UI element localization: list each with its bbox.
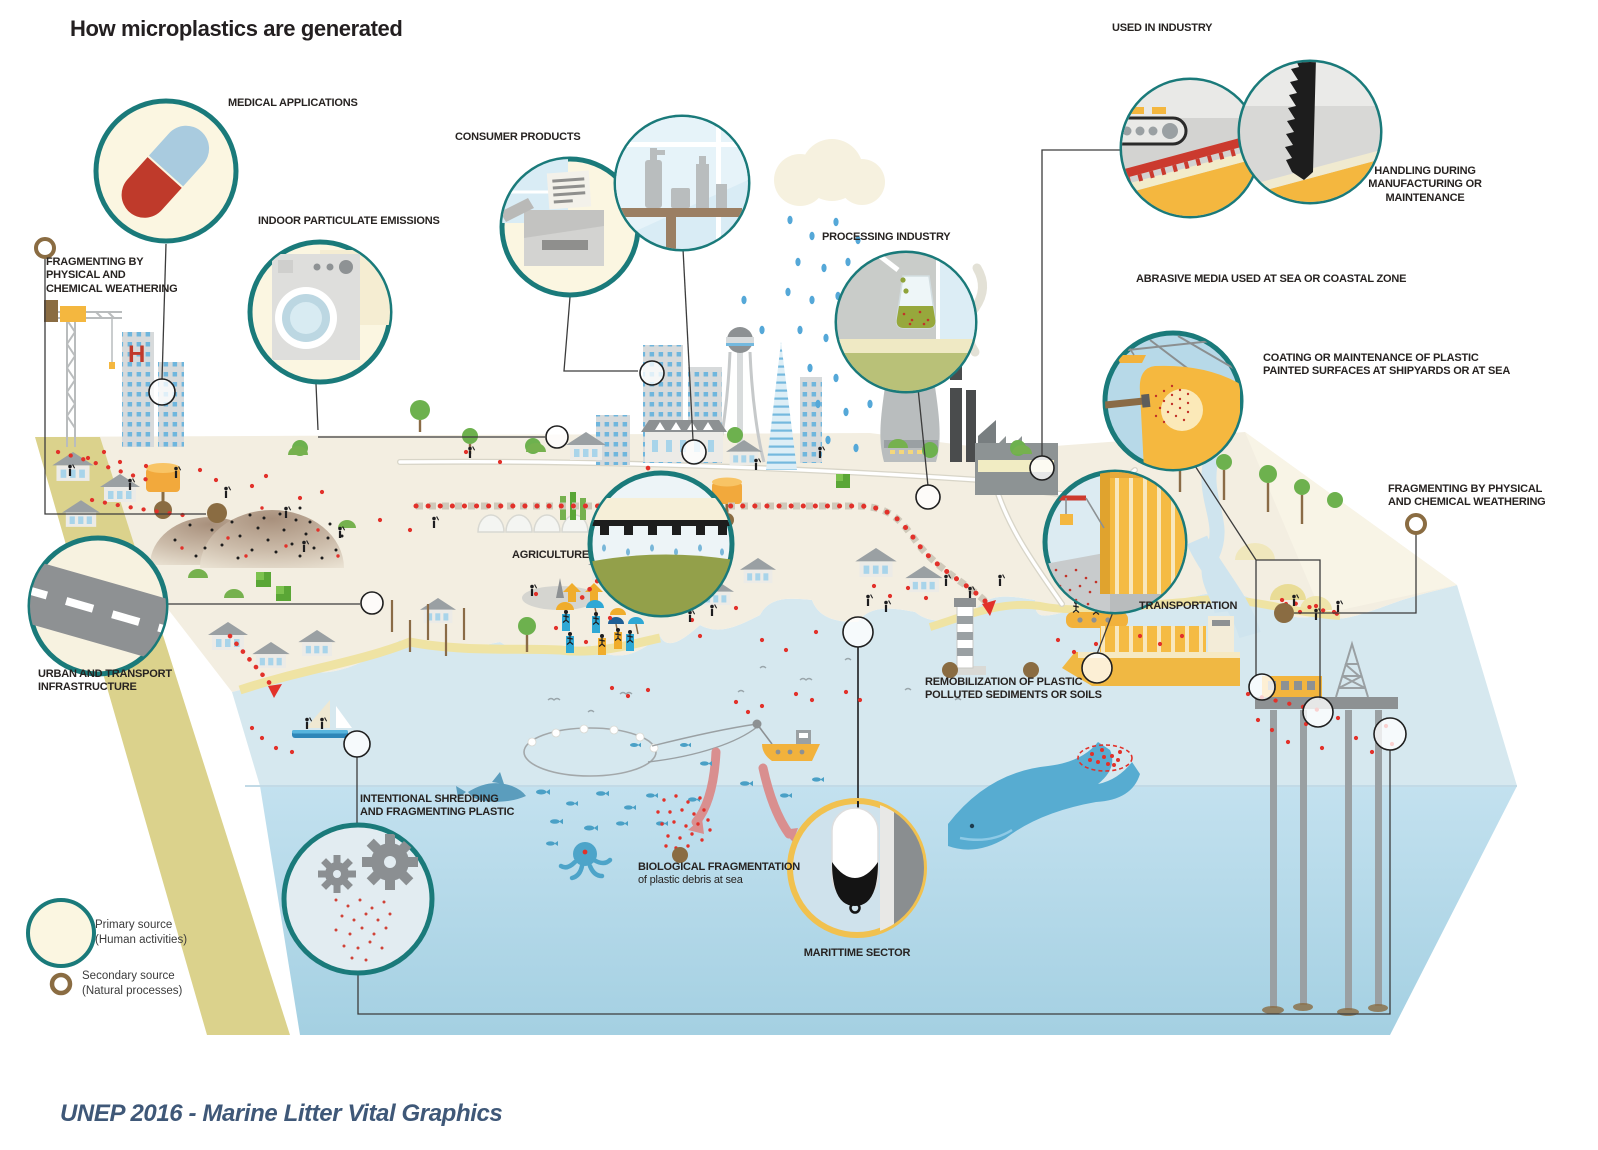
- legend-primary-circle: [26, 898, 96, 968]
- label-line: INTENTIONAL SHREDDING: [360, 793, 499, 805]
- sediment-dot: [1023, 662, 1039, 678]
- spray-painting-icon: [1105, 335, 1241, 469]
- label-subline: of plastic debris at sea: [638, 874, 743, 887]
- label-line: AND FRAGMENTING PLASTIC: [360, 806, 515, 819]
- label-coating: COATING OR MAINTENANCE OF PLASTIC PAINTE…: [1263, 352, 1510, 379]
- label-line: COATING OR MAINTENANCE OF PLASTIC: [1263, 352, 1479, 364]
- label-line: URBAN AND TRANSPORT: [38, 668, 172, 680]
- legend-line: (Human activities): [95, 933, 188, 946]
- beach: [556, 583, 644, 655]
- coating-shipyard-circle: [1102, 330, 1244, 472]
- source-credit: UNEP 2016 - Marine Litter Vital Graphics: [60, 1100, 503, 1127]
- label-shredding: INTENTIONAL SHREDDING AND FRAGMENTING PL…: [360, 793, 514, 820]
- legend-secondary-text: Secondary source (Natural processes): [82, 969, 182, 999]
- label-biological: BIOLOGICAL FRAGMENTATION of plastic debr…: [638, 861, 800, 888]
- label-indoor: INDOOR PARTICULATE EMISSIONS: [258, 215, 440, 227]
- label-line: MAINTENANCE: [1385, 191, 1465, 204]
- ferry-boat: [1066, 599, 1128, 628]
- derrick: [1335, 640, 1369, 698]
- label-line: BIOLOGICAL FRAGMENTATION: [638, 861, 801, 873]
- label-consumer: CONSUMER PRODUCTS: [455, 131, 581, 143]
- agriculture-circle: [587, 470, 735, 618]
- saw-blade-icon: [1240, 62, 1380, 202]
- crane-cab: [60, 306, 86, 322]
- port: [942, 598, 1128, 678]
- label-abrasive: ABRASIVE MEDIA USED AT SEA OR COASTAL ZO…: [1136, 273, 1407, 285]
- label-medical: MEDICAL APPLICATIONS: [228, 97, 358, 109]
- birds: [547, 657, 962, 713]
- legend-line: Primary source: [95, 919, 173, 931]
- label-line: FRAGMENTING BY PHYSICAL: [1388, 483, 1543, 495]
- label-line: MANUFACTURING OR: [1368, 178, 1482, 191]
- label-line: CHEMICAL WEATHERING: [46, 282, 178, 295]
- label-used-in-industry: USED IN INDUSTRY: [1112, 22, 1213, 34]
- consumer-products-copier-circle: [499, 156, 641, 298]
- label-processing: PROCESSING INDUSTRY: [822, 231, 951, 243]
- lighthouse: [944, 598, 986, 675]
- washing-machine-icon: [272, 250, 390, 360]
- octopus: [558, 842, 613, 881]
- shredding-circle: [281, 822, 435, 976]
- irrigation-icon: [590, 498, 732, 615]
- label-transportation: TRANSPORTATION: [1139, 600, 1238, 612]
- label-line: PHYSICAL AND: [46, 269, 126, 282]
- label-fragmenting-right: FRAGMENTING BY PHYSICAL AND CHEMICAL WEA…: [1388, 483, 1546, 510]
- label-line: REMOBILIZATION OF PLASTIC: [925, 676, 1083, 688]
- legend-primary-text: Primary source (Human activities): [95, 918, 187, 948]
- rain-cloud: [741, 139, 885, 453]
- label-line: INFRASTRUCTURE: [38, 681, 137, 694]
- connectors: [44, 149, 1417, 1015]
- glass-pyramid: [766, 342, 797, 470]
- secondary-ring-right: [1405, 513, 1427, 535]
- label-agriculture: AGRICULTURE: [512, 549, 590, 561]
- label-remobilization: REMOBILIZATION OF PLASTIC POLLUTED SEDIM…: [925, 676, 1102, 703]
- hospital-h: H: [128, 341, 145, 368]
- map-nodes: [148, 360, 1407, 758]
- microplastic-cluster: [1077, 744, 1133, 772]
- legend-line: (Natural processes): [82, 984, 183, 997]
- label-handling: HANDLING DURING MANUFACTURING OR MAINTEN…: [1340, 165, 1510, 205]
- shredder-gears-icon: [318, 834, 418, 962]
- sea-items: [292, 616, 1398, 1016]
- copier-icon: [502, 159, 604, 266]
- legend-marks: [26, 898, 96, 996]
- label-line: AND CHEMICAL WEATHERING: [1388, 496, 1546, 509]
- consumer-products-bottles-circle: [613, 114, 751, 252]
- legend-line: Secondary source: [82, 970, 175, 982]
- label-line: FRAGMENTING BY: [46, 256, 144, 268]
- label-line: HANDLING DURING: [1374, 165, 1476, 177]
- label-urban: URBAN AND TRANSPORT INFRASTRUCTURE: [38, 668, 172, 695]
- shark: [456, 772, 526, 802]
- medical-applications-circle: [93, 98, 239, 244]
- pill-icon: [121, 125, 210, 218]
- indoor-emissions-circle: [247, 239, 393, 385]
- label-fragmenting-left: FRAGMENTING BY PHYSICAL AND CHEMICAL WEA…: [46, 256, 178, 296]
- cosmetic-bottles-icon: [616, 117, 748, 249]
- sediment-dot: [942, 662, 958, 678]
- used-in-industry-saw-circle: [1237, 59, 1383, 205]
- page-title: How microplastics are generated: [70, 16, 403, 41]
- landfill: [150, 506, 344, 568]
- secondary-ring-left: [34, 237, 56, 259]
- urban-infrastructure-circle: [27, 535, 169, 677]
- microplastic-trails: [55, 449, 1395, 850]
- label-line: POLLUTED SEDIMENTS OR SOILS: [925, 689, 1102, 702]
- sailing-boat: [292, 700, 352, 738]
- label-maritime: MARITTIME SECTOR: [803, 947, 911, 959]
- secondary-source-marks: [34, 237, 1427, 863]
- legend-secondary-ring: [49, 972, 73, 996]
- fishing-boat: [523, 719, 820, 777]
- label-line: PAINTED SURFACES AT SHIPYARDS OR AT SEA: [1263, 365, 1511, 378]
